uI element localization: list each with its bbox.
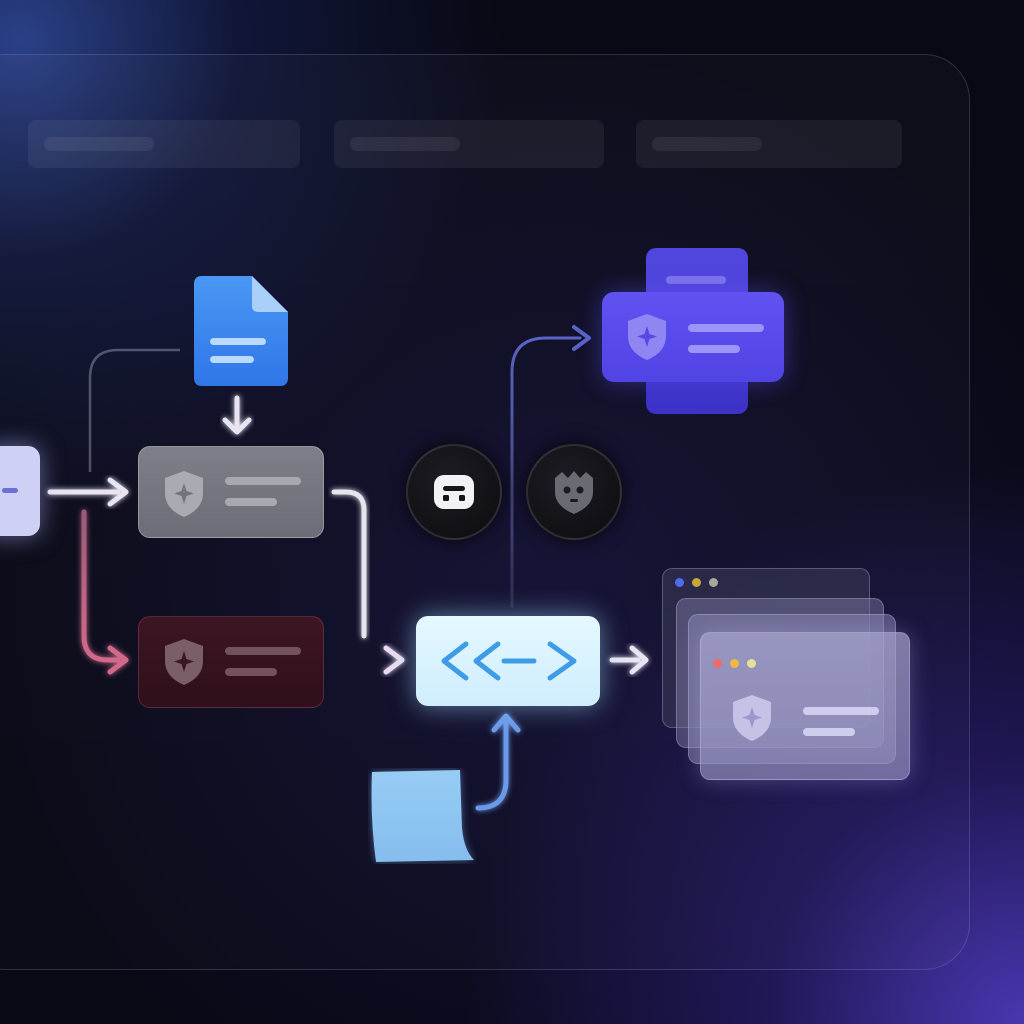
window-controls <box>713 659 756 668</box>
arrow-maroon-to-code <box>333 645 405 675</box>
header-placeholder-2 <box>334 120 604 168</box>
code-node[interactable] <box>416 616 600 706</box>
robot-face-icon <box>434 475 474 509</box>
window-controls <box>675 578 718 587</box>
shield-star-icon <box>165 471 203 517</box>
indigo-card-text-lines <box>688 324 764 353</box>
arrow-gray-to-code <box>331 489 367 639</box>
shield-star-icon <box>628 314 666 360</box>
shield-star-icon <box>733 695 771 741</box>
shield-star-icon <box>165 639 203 685</box>
arrow-input-to-gray <box>47 477 129 507</box>
arrow-doc-to-gray <box>222 395 252 435</box>
indigo-result-card[interactable] <box>602 292 784 382</box>
maroon-process-node[interactable] <box>138 616 324 708</box>
gray-process-node[interactable] <box>138 446 324 538</box>
input-node[interactable] <box>0 446 40 536</box>
sticky-note-icon[interactable] <box>368 768 476 864</box>
window-text-lines <box>803 707 879 736</box>
arrow-note-to-code <box>475 713 521 811</box>
document-icon[interactable] <box>194 276 290 386</box>
arrow-code-to-windows <box>609 645 649 675</box>
arrow-input-to-maroon <box>81 509 129 675</box>
browser-window-front[interactable] <box>700 632 910 780</box>
shield-face-button[interactable] <box>526 444 622 540</box>
header-placeholder-3 <box>636 120 902 168</box>
wire-input-to-doc <box>88 348 180 472</box>
input-node-dash <box>2 488 18 493</box>
arrow-code-to-top-card <box>510 325 591 608</box>
robot-button[interactable] <box>406 444 502 540</box>
header-placeholder-1 <box>28 120 300 168</box>
code-brackets-icon <box>441 641 577 681</box>
gray-node-text-lines <box>225 477 301 506</box>
shield-face-icon <box>555 471 593 514</box>
maroon-node-text-lines <box>225 647 301 676</box>
